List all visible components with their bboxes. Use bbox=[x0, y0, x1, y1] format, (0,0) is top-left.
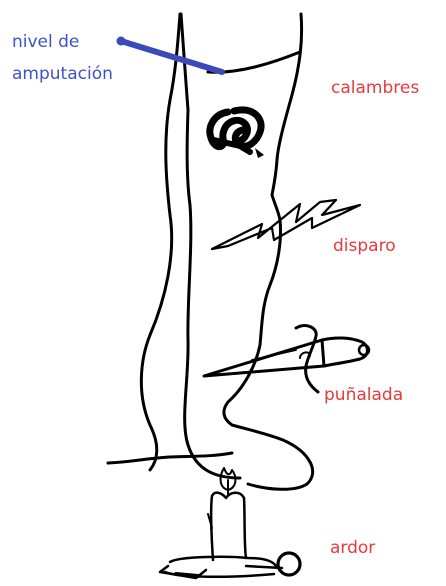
amputation-level-label-line2: amputación bbox=[12, 62, 113, 86]
shooting-label: disparo bbox=[333, 234, 396, 258]
phantom-leg-outline bbox=[108, 14, 313, 489]
leg-left-outer-line bbox=[141, 14, 180, 470]
amputation-level-label-line1: nivel de bbox=[12, 30, 79, 54]
cramps-label: calambres bbox=[331, 76, 419, 100]
burning-label: ardor bbox=[330, 536, 375, 560]
leg-inner-line bbox=[181, 14, 240, 478]
amputation-marker-line bbox=[121, 41, 222, 72]
amputation-marker-dot bbox=[117, 37, 126, 46]
leg-right-outer-line bbox=[224, 14, 313, 489]
twisted-knot-icon bbox=[210, 110, 264, 158]
stabbing-label: puñalada bbox=[324, 383, 403, 407]
ground-line bbox=[108, 453, 232, 463]
candle-icon bbox=[160, 468, 300, 578]
